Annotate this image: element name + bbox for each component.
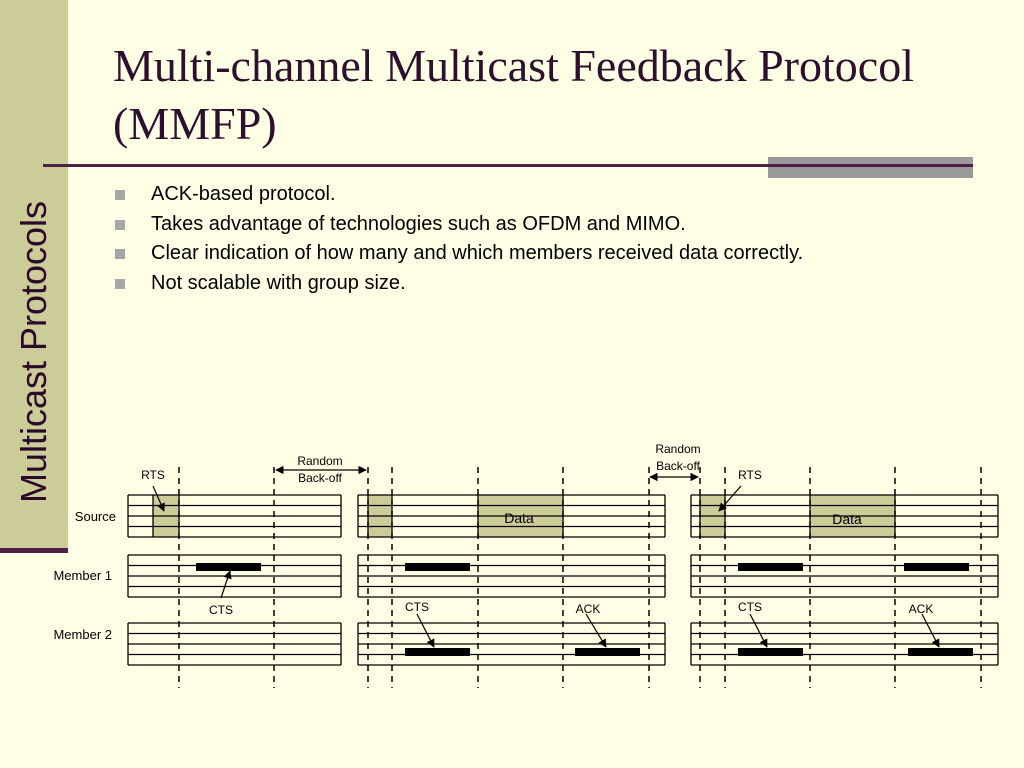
side-band — [0, 0, 68, 548]
row-label: Member 1 — [53, 568, 112, 583]
rts-pointer-arrow — [718, 485, 742, 512]
bullet-text: Takes advantage of technologies such as … — [151, 212, 686, 235]
bullet-text: Not scalable with group size. — [151, 271, 406, 294]
backoff-label-line2: Back-off — [656, 459, 700, 473]
bullet-text: Clear indication of how many and which m… — [151, 242, 804, 264]
data-label: Data — [832, 511, 862, 527]
cts-label: CTS — [209, 603, 233, 617]
side-band-stripe — [0, 548, 68, 553]
slide-title: Multi-channel Multicast Feedback Protoco… — [113, 40, 914, 149]
bullet-item: Takes advantage of technologies such as … — [115, 210, 803, 240]
ack-pointer-arrow — [585, 613, 607, 648]
cts-label: CTS — [405, 600, 429, 614]
rts-label: RTS — [141, 468, 165, 482]
bullet-square-icon — [115, 249, 125, 259]
bullet-square-icon — [115, 190, 125, 200]
cts-pointer-arrow — [220, 570, 232, 599]
bullet-list: ACK-based protocol. Takes advantage of t… — [115, 180, 803, 298]
backoff-label-line2: Back-off — [298, 471, 342, 485]
bullet-item: Not scalable with group size. — [115, 269, 803, 299]
row-label: Source — [75, 509, 116, 524]
rts-label: RTS — [738, 468, 762, 482]
cts-label: CTS — [738, 600, 762, 614]
title-rule-accent — [768, 167, 973, 178]
ack-pointer-arrow — [921, 613, 940, 648]
backoff-label-line1: Random — [297, 454, 342, 468]
ack-label: ACK — [576, 602, 601, 616]
bullet-item: ACK-based protocol. — [115, 180, 803, 210]
rts-pointer-arrow — [152, 485, 165, 512]
bullet-text: ACK-based protocol. — [151, 183, 336, 205]
bullet-square-icon — [115, 219, 125, 230]
backoff-label-line1: Random — [655, 442, 700, 456]
bullet-square-icon — [115, 278, 125, 289]
ack-label: ACK — [909, 602, 934, 616]
title-rule-accent — [768, 157, 973, 164]
row-label: Member 2 — [53, 627, 112, 642]
cts-pointer-arrow — [749, 613, 768, 648]
cts-pointer-arrow — [416, 613, 435, 648]
data-label: Data — [504, 510, 534, 526]
title-rule — [43, 164, 973, 167]
bullet-item: Clear indication of how many and which m… — [115, 239, 803, 269]
